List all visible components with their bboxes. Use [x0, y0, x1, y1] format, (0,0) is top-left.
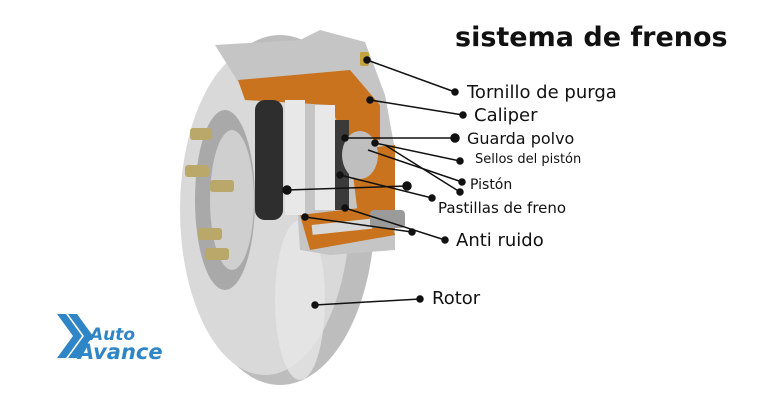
leader-antiruido [304, 216, 413, 233]
leader-antiruido-2 [344, 207, 446, 241]
leader-sellos [374, 142, 461, 162]
logo-line2: Avance [76, 340, 163, 364]
brake-pads [255, 100, 378, 220]
chevron-icon [57, 314, 82, 358]
label-rotor: Rotor [432, 288, 481, 309]
leader-rotor [314, 298, 421, 306]
label-anti-ruido: Anti ruido [456, 230, 544, 251]
label-tornillo: Tornillo de purga [466, 82, 617, 103]
logo-line1: Auto [88, 325, 135, 345]
leader-piston [367, 149, 463, 183]
chevron-icon [68, 314, 93, 358]
leader-piston-2 [384, 144, 461, 193]
diagram-title: sistema de frenos [455, 22, 728, 53]
label-caliper: Caliper [474, 105, 538, 126]
guide-bolt [370, 210, 405, 228]
label-guarda-polvo: Guarda polvo [467, 129, 574, 148]
leader-lines [282, 56, 467, 309]
label-sellos: Sellos del pistón [475, 152, 581, 167]
wheel-hub [185, 110, 255, 290]
label-piston: Pistón [470, 177, 512, 193]
leader-caliper [369, 99, 464, 116]
label-pastillas: Pastillas de freno [438, 199, 566, 217]
leader-tornillo [366, 59, 456, 93]
leader-pastillas-2 [339, 174, 433, 199]
autoavance-logo: Auto Avance [57, 314, 163, 364]
